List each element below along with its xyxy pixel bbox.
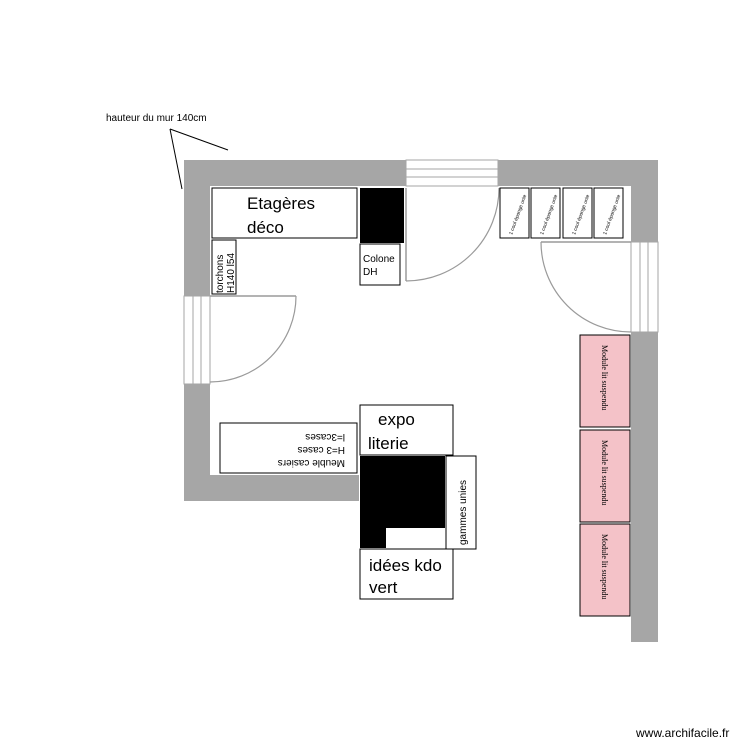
wall-right-lower — [631, 332, 658, 642]
black-column-top — [360, 188, 404, 243]
idees-kdo-vert: idées kdo vert — [359, 548, 454, 600]
torchons: torchons H140 l54 — [211, 239, 237, 295]
annotation-leader-right — [169, 128, 229, 151]
svg-text:Module lit suspendu: Module lit suspendu — [600, 345, 609, 410]
gammes-label: gammes unies — [458, 480, 469, 545]
etageres-label-2: déco — [247, 218, 284, 237]
couleur-box-1: 1 coul éponge unie — [499, 187, 530, 239]
couleur-box-2: 1 coul éponge unie — [530, 187, 561, 239]
black-block-center — [360, 456, 445, 548]
idees-label-2: vert — [369, 578, 398, 597]
colone-label-2: DH — [363, 267, 377, 278]
idees-label-1: idées kdo — [369, 556, 442, 575]
walls — [184, 160, 658, 642]
opening-top — [405, 159, 499, 187]
expo-label-2: literie — [368, 434, 409, 453]
annotation-leader-left — [169, 128, 183, 190]
expo-literie: expo literie — [359, 404, 454, 456]
meuble-label-1: Meuble casiers — [278, 457, 345, 468]
door-right — [540, 241, 632, 333]
svg-text:Module lit suspendu: Module lit suspendu — [600, 440, 609, 505]
meuble-label-3: l=3cases — [305, 431, 345, 442]
door-top — [405, 187, 500, 282]
couleur-box-3: 1 coul éponge unie — [562, 187, 593, 239]
etageres-label-1: Etagères — [247, 194, 315, 213]
meuble-label-2: H=3 cases — [297, 444, 345, 455]
module-lit-1: Module lit suspendu — [579, 334, 631, 428]
wall-bottom — [184, 475, 359, 501]
couleur-box-4: 1 coul éponge unie — [593, 187, 624, 239]
credit-text: www.archifacile.fr — [635, 726, 729, 740]
opening-left — [183, 295, 211, 385]
opening-right — [630, 241, 659, 333]
door-left — [209, 295, 297, 383]
torchons-label-1: torchons — [215, 255, 226, 293]
wall-height-annotation: hauteur du mur 140cm — [106, 113, 207, 124]
torchons-label-2: H140 l54 — [226, 253, 237, 293]
expo-label-1: expo — [378, 410, 415, 429]
module-lit-2: Module lit suspendu — [579, 429, 631, 523]
colone-label-1: Colone — [363, 254, 395, 265]
colone-dh: Colone DH — [359, 243, 401, 286]
module-lit-3: Module lit suspendu — [579, 523, 631, 617]
meuble-casiers: Meuble casiers H=3 cases l=3cases — [219, 422, 358, 474]
svg-text:Module lit suspendu: Module lit suspendu — [600, 534, 609, 599]
wall-left-upper — [184, 160, 210, 296]
etageres-deco: Etagères déco — [211, 187, 358, 239]
gammes-unies: gammes unies — [445, 455, 477, 550]
wall-right-upper — [631, 160, 658, 242]
wall-top-left — [184, 160, 406, 186]
